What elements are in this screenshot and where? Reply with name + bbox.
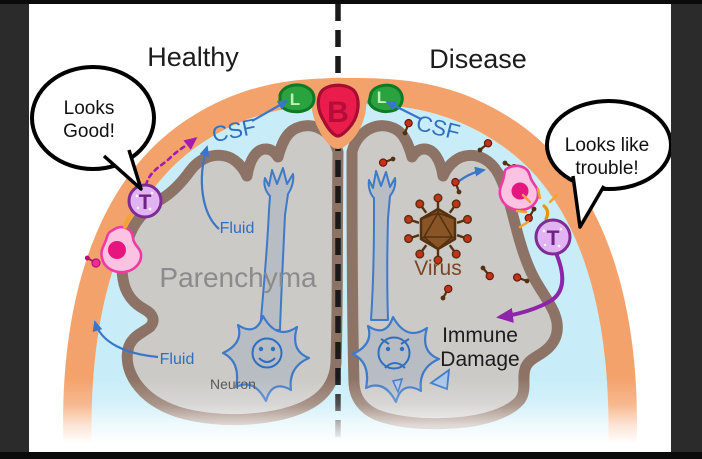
left-ventricle bbox=[259, 167, 295, 331]
blood-vessel-badge: B bbox=[316, 83, 360, 138]
speech-left-line1: Looks bbox=[64, 98, 115, 119]
right-ventricle bbox=[367, 170, 397, 321]
pink-cell-left-nucleus bbox=[108, 241, 126, 259]
speech-bubble-left-tail bbox=[102, 149, 143, 191]
virus-facets bbox=[420, 209, 456, 250]
fluid-arrow-lower bbox=[92, 320, 159, 359]
csf-to-lymph-arrow-right bbox=[385, 101, 422, 120]
fluid-label-lower: Fluid bbox=[160, 351, 195, 368]
speech-left-line2: Good! bbox=[63, 121, 115, 142]
disease-title: Disease bbox=[429, 44, 527, 74]
bottom-fade bbox=[28, 378, 672, 456]
sad-face bbox=[377, 336, 411, 370]
speech-bubble-right: Looks like trouble! bbox=[545, 99, 673, 229]
lymph-node-left: L bbox=[278, 83, 316, 114]
speech-bubble-left: Looks Good! bbox=[30, 65, 156, 191]
healthy-title: Healthy bbox=[147, 42, 239, 72]
immune-damage-line2: Damage bbox=[440, 348, 519, 371]
t-cell-right-letter: T bbox=[547, 227, 560, 250]
virus-label: Virus bbox=[414, 257, 461, 280]
lymph-left-letter: L bbox=[290, 90, 300, 109]
happy-face bbox=[251, 337, 283, 369]
frame-top-bar bbox=[0, 0, 702, 4]
immune-damage-line1: Immune bbox=[442, 324, 518, 347]
fluid-arrow-upper bbox=[199, 145, 220, 230]
immune-damage-arrow bbox=[496, 252, 565, 323]
tcell-trafficking-arrow bbox=[144, 137, 198, 187]
lymph-right-letter: L bbox=[377, 88, 387, 107]
frame-left-bar bbox=[0, 0, 29, 459]
speech-right-line2: trouble! bbox=[575, 158, 638, 179]
fluid-label-upper: Fluid bbox=[220, 220, 255, 237]
csf-to-lymph-arrow-left bbox=[251, 100, 289, 122]
virus-large bbox=[404, 193, 472, 265]
t-cell-right: T bbox=[534, 218, 572, 256]
speech-right-line1: Looks like bbox=[565, 135, 650, 156]
pink-cell-left bbox=[100, 225, 143, 274]
t-cell-left: T bbox=[127, 183, 163, 219]
speech-bubble-right-tail bbox=[571, 175, 606, 229]
virus-spikes bbox=[404, 193, 472, 265]
frame-bottom-bar bbox=[0, 452, 702, 459]
magenta-particle bbox=[84, 255, 101, 268]
parenchyma-label: Parenchyma bbox=[159, 262, 317, 293]
t-cell-left-letter: T bbox=[139, 191, 152, 214]
frame-right-bar bbox=[671, 0, 702, 459]
activation-sparks bbox=[515, 187, 559, 229]
virus-capsid bbox=[419, 207, 457, 251]
blood-vessel-letter: B bbox=[327, 96, 349, 129]
